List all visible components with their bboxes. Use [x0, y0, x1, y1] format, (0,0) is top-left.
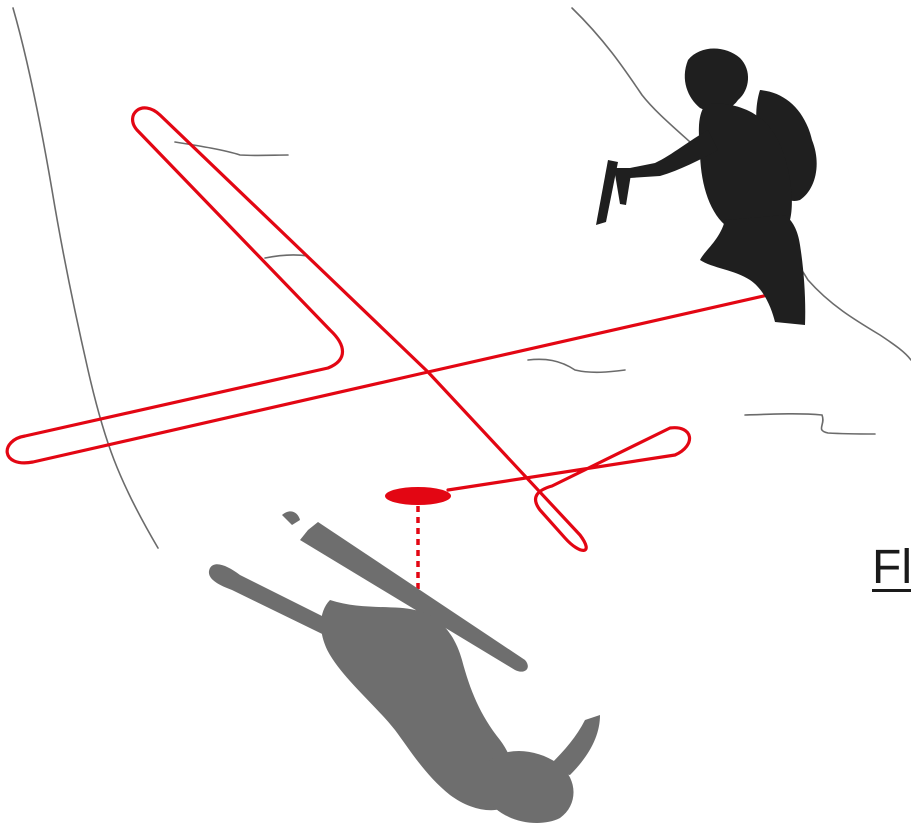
rescuer-head: [685, 48, 748, 111]
snow-ridge-4: [745, 414, 875, 434]
slope-edge-left: [13, 8, 158, 548]
skier-arm: [545, 715, 600, 775]
transceiver-antenna: [614, 168, 632, 205]
rescuer-legs: [700, 215, 805, 325]
snow-ridge-2: [265, 255, 308, 258]
rescuer-silhouette-icon: [596, 48, 817, 325]
cut-off-label: Fl: [872, 540, 911, 596]
signal-point-icon: [385, 487, 451, 505]
ski-right-tip: [282, 511, 300, 525]
buried-skier-icon: [209, 511, 600, 823]
snow-ridge-3: [528, 359, 625, 372]
